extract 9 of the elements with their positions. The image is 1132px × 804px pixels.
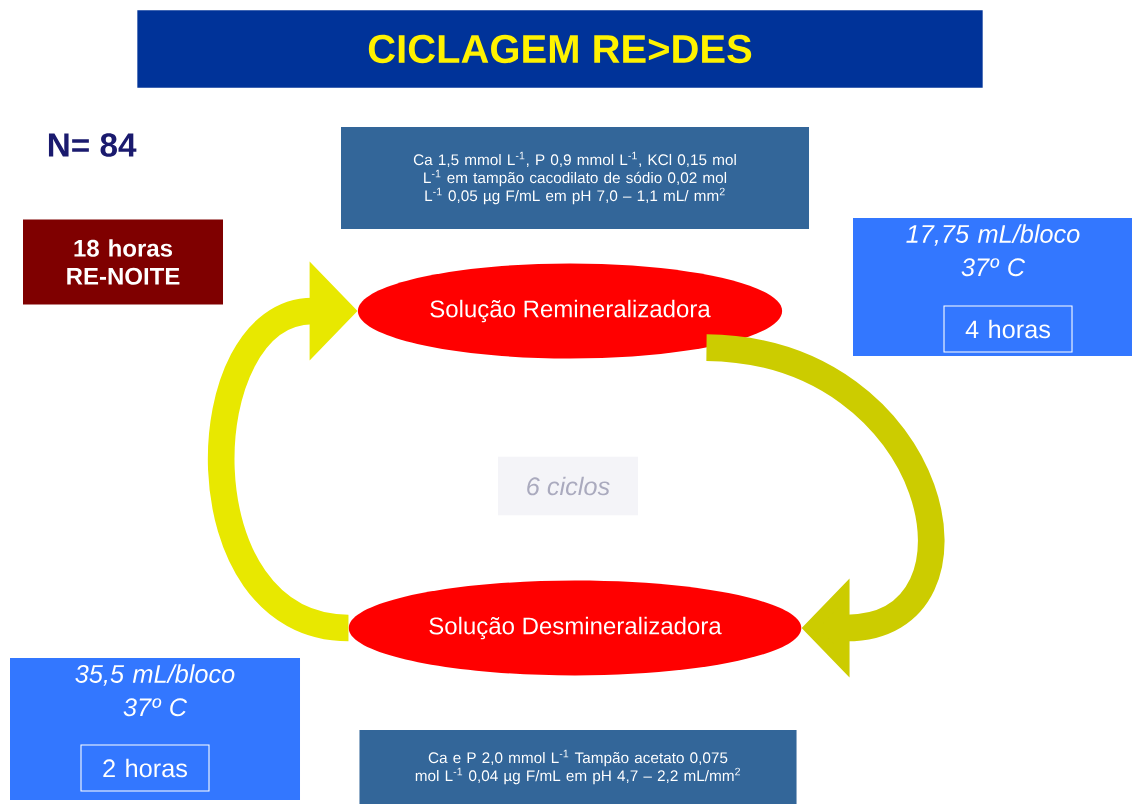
title-banner: CICLAGEM RE>DES: [137, 10, 983, 88]
duration-box: 18 horas RE-NOITE: [23, 219, 223, 305]
sample-count: N= 84: [48, 133, 137, 157]
time-box: 4 horas: [943, 305, 1073, 353]
info-box: Ca e P 2,0 mmol L$^{-1}$ Tampão acetato 0,075 mol L$^{-1}$ 0,04 µg F/mL em pH 4,7 – 2,2 mL/mm$^{2}$: [359, 730, 797, 804]
curved-arrow: [705, 334, 944, 678]
time-box: 2 horas: [80, 744, 210, 792]
info-box: Ca 1,5 mmol L$^{-1}$, P 0,9 mmol L$^{-1}$, KCl 0,15 mol L$^{-1}$ em tampão cacodilato de sódio 0,02 mol L$^{-1}$ 0,05 µg F/mL em pH 7,0 – 1,1 mL/ mm$^{2}$: [341, 127, 809, 229]
cycle-count-label: 6 ciclos: [498, 456, 638, 516]
